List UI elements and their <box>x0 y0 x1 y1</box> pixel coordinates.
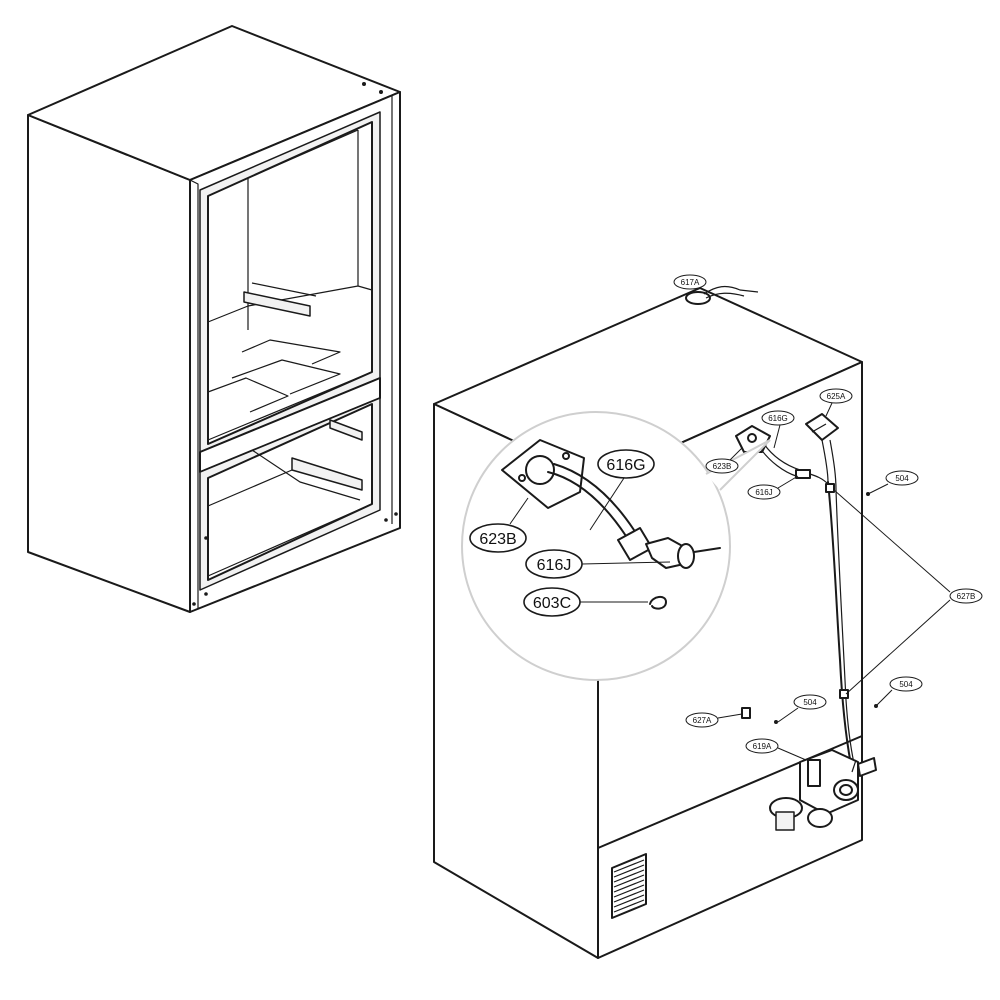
svg-text:623B: 623B <box>713 462 732 471</box>
svg-text:627A: 627A <box>693 716 712 725</box>
svg-text:504: 504 <box>899 680 913 689</box>
svg-text:504: 504 <box>895 474 909 483</box>
svg-text:616G: 616G <box>768 414 788 423</box>
callout-623B-large: 623B <box>469 497 529 553</box>
callout-616J-large: 616J <box>525 549 671 579</box>
bracket-plate <box>501 439 585 509</box>
callout-625A: 625A <box>819 388 853 417</box>
callout-617A: 617A <box>673 274 707 290</box>
callout-603C-large: 603C <box>523 587 648 617</box>
valve-connector-block <box>805 413 839 441</box>
callout-504-low: 504 <box>777 694 827 723</box>
svg-text:625A: 625A <box>827 392 846 401</box>
water-valve <box>769 749 877 831</box>
callout-627B: 627B <box>833 489 983 695</box>
callout-504-mid: 504 <box>875 676 923 707</box>
callout-616J-small: 616J <box>747 475 799 500</box>
callout-text: 616G <box>606 457 645 474</box>
svg-text:616J: 616J <box>755 488 772 497</box>
detail-magnifier <box>461 411 771 681</box>
callout-616G-large: 616G <box>589 449 655 531</box>
svg-text:627B: 627B <box>957 592 976 601</box>
svg-text:617A: 617A <box>681 278 700 287</box>
callout-627A: 627A <box>685 712 743 728</box>
callout-619A: 619A <box>745 738 807 761</box>
callout-623B-small: 623B <box>705 447 743 474</box>
water-tube <box>827 481 853 771</box>
top-grommet <box>685 285 759 305</box>
svg-text:619A: 619A <box>753 742 772 751</box>
svg-text:504: 504 <box>803 698 817 707</box>
callout-text: 623B <box>479 531 516 548</box>
vent-grille <box>611 853 647 919</box>
callout-616G-small: 616G <box>761 410 795 449</box>
callout-504-top: 504 <box>867 470 919 495</box>
cabinet-front-view <box>27 25 401 613</box>
callout-text: 603C <box>533 595 571 612</box>
callout-text: 616J <box>537 557 572 574</box>
